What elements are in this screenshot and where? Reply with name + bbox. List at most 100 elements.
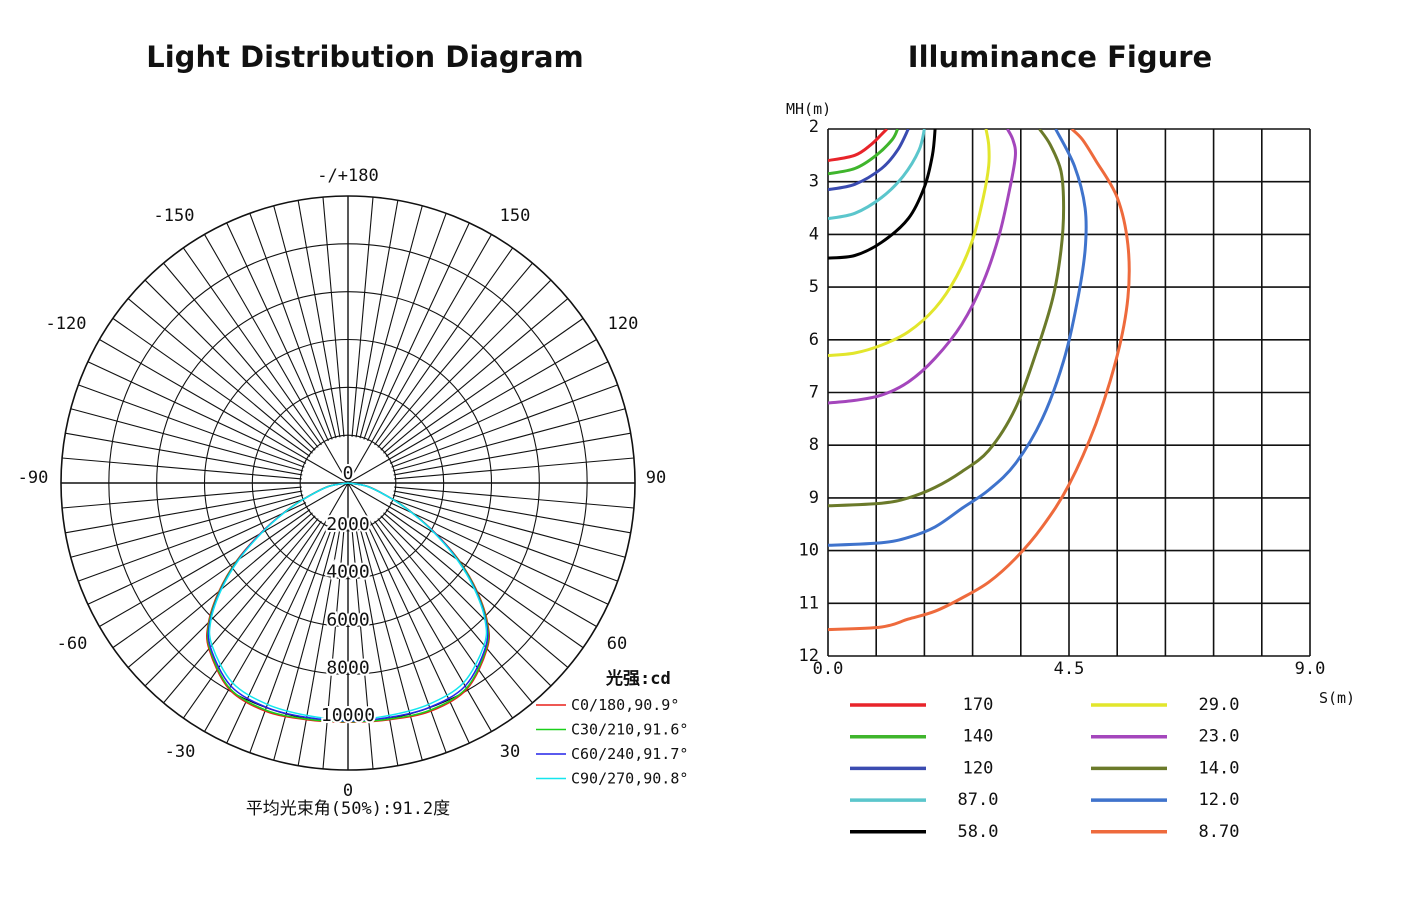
illum-legend-label: 170 <box>963 695 994 715</box>
polar-ring <box>251 386 445 580</box>
polar-ring <box>60 195 636 771</box>
polar-angle-label: -150 <box>154 206 195 226</box>
polar-ring <box>299 434 397 532</box>
polar-spoke <box>127 298 313 454</box>
polar-spoke <box>389 361 609 464</box>
polar-series-curve <box>208 482 488 721</box>
polar-spoke <box>392 494 626 558</box>
illum-legend-label: 8.70 <box>1199 822 1240 842</box>
polar-spoke <box>385 317 584 457</box>
illum-y-tick: 7 <box>809 383 819 403</box>
polar-angle-label: -/+180 <box>317 166 378 186</box>
polar-unit-label: 光强:cd <box>605 668 671 689</box>
illum-x-tick: 4.5 <box>1054 659 1085 679</box>
polar-spoke <box>394 486 634 509</box>
polar-spoke <box>62 486 302 509</box>
polar-spoke <box>144 279 316 451</box>
polar-spoke <box>385 509 584 649</box>
polar-spoke <box>163 262 319 448</box>
polar-angle-label: 150 <box>500 206 531 226</box>
illum-legend-label: 12.0 <box>1199 790 1240 810</box>
polar-radial-label: 8000 <box>326 657 369 678</box>
polar-radial-label: 4000 <box>326 562 369 583</box>
polar-spoke <box>78 384 305 468</box>
illum-legend-label: 23.0 <box>1199 727 1240 747</box>
polar-spoke <box>87 502 307 605</box>
polar-ring <box>203 338 493 628</box>
polar-spoke <box>359 527 423 761</box>
illum-series-curve <box>828 129 1066 508</box>
illum-y-tick: 5 <box>809 277 819 297</box>
polar-angle-label: 60 <box>607 634 627 654</box>
polar-spoke <box>389 502 609 605</box>
illum-series-curve <box>828 129 991 358</box>
polar-spoke <box>377 262 533 448</box>
illum-series-curve <box>828 129 926 221</box>
polar-footer: 平均光束角(50%):91.2度 <box>246 799 450 819</box>
polar-spoke <box>391 498 618 582</box>
polar-spoke <box>393 432 631 476</box>
polar-spoke <box>380 279 552 451</box>
polar-spoke <box>297 528 341 766</box>
polar-spoke <box>62 457 302 480</box>
polar-spoke <box>394 457 634 480</box>
polar-radial-label: 0 <box>343 463 354 484</box>
polar-spoke <box>380 515 552 687</box>
polar-spoke <box>355 528 399 766</box>
illum-legend-label: 87.0 <box>958 790 999 810</box>
illum-series-curve <box>828 129 910 192</box>
illum-legend-label: 14.0 <box>1199 758 1240 778</box>
polar-spoke <box>112 509 311 649</box>
polar-spoke <box>363 213 447 440</box>
polar-legend-label: C30/210,91.6° <box>571 721 688 739</box>
polar-legend: 光强:cdC0/180,90.9°C30/210,91.6°C60/240,91… <box>536 668 688 788</box>
illum-series-curve <box>828 129 1131 632</box>
illum-grid <box>827 128 1311 657</box>
polar-spoke <box>182 247 322 446</box>
polar-spoke <box>322 529 345 769</box>
polar-spoke <box>374 247 514 446</box>
polar-spoke <box>367 524 470 744</box>
polar-spoke <box>297 200 341 438</box>
polar-spoke <box>70 408 304 472</box>
illum-y-tick: 9 <box>809 488 819 508</box>
polar-ring <box>156 291 540 675</box>
polar-radial-label: 10000 <box>321 705 375 726</box>
illum-x-tick: 0.0 <box>813 659 844 679</box>
polar-spoke <box>383 298 569 454</box>
polar-spoke <box>359 205 423 439</box>
polar-angle-label: -90 <box>18 468 49 488</box>
polar-spoke <box>351 197 374 437</box>
illum-y-tick: 11 <box>799 593 819 613</box>
illum-series-curve <box>828 129 1088 547</box>
polar-spoke <box>392 408 626 472</box>
illum-series-curve <box>828 129 899 176</box>
illum-legend-label: 29.0 <box>1199 695 1240 715</box>
polar-angle-label: 90 <box>646 468 666 488</box>
polar-angle-label: 30 <box>500 742 520 762</box>
polar-angle-label: 120 <box>608 314 639 334</box>
polar-radial-label: 2000 <box>326 514 369 535</box>
polar-spoke <box>70 494 304 558</box>
illum-series-curve <box>828 129 888 163</box>
polar-spoke <box>87 361 307 464</box>
polar-angle-label: -120 <box>46 314 87 334</box>
illum-y-tick: 6 <box>809 330 819 350</box>
illum-curves <box>828 129 1131 632</box>
polar-curves <box>206 482 490 723</box>
illum-y-tick: 2 <box>809 117 819 137</box>
polar-spoke <box>249 213 333 440</box>
polar-spoke <box>163 518 319 704</box>
illum-x-label: S(m) <box>1319 689 1355 707</box>
polar-spoke <box>363 526 447 753</box>
illum-legend-label: 120 <box>963 758 994 778</box>
illum-series-curve <box>828 129 1017 405</box>
polar-legend-label: C60/240,91.7° <box>571 745 688 763</box>
illuminance-chart-title: Illuminance Figure <box>907 40 1213 74</box>
polar-spoke <box>249 526 333 753</box>
illum-legend-label: 140 <box>963 727 994 747</box>
polar-angle-label: 0 <box>343 781 353 801</box>
polar-spoke <box>355 200 399 438</box>
